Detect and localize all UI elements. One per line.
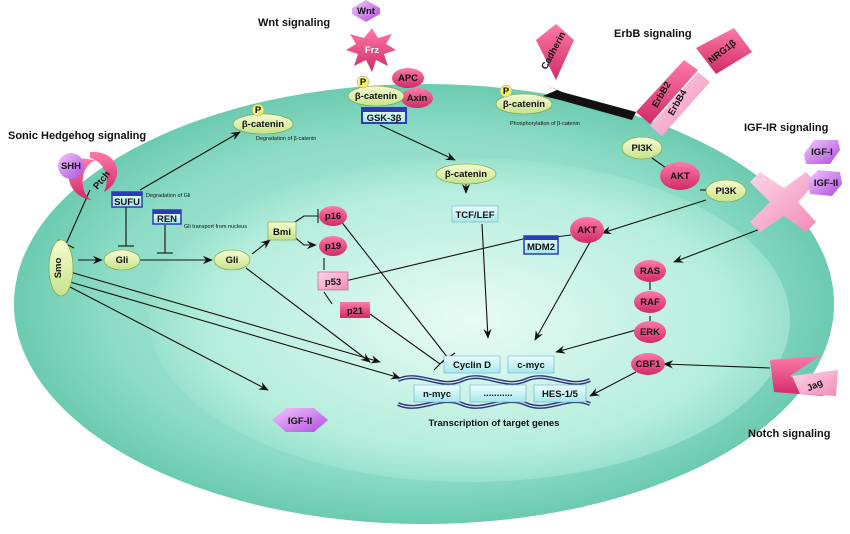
svg-text:TCF/LEF: TCF/LEF xyxy=(455,210,494,221)
raf-node: RAF xyxy=(634,291,666,313)
title-wnt: Wnt signaling xyxy=(258,17,330,29)
svg-text:p53: p53 xyxy=(325,277,341,288)
svg-text:GSK-3β: GSK-3β xyxy=(367,113,402,124)
svg-text:Wnt: Wnt xyxy=(357,6,376,17)
svg-text:PI3K: PI3K xyxy=(715,186,736,197)
jag-ligand: Jag xyxy=(770,356,838,396)
igf-ii-output: IGF-II xyxy=(272,408,328,432)
svg-text:MDM2: MDM2 xyxy=(527,242,555,253)
transcription-label: Transcription of target genes xyxy=(429,418,560,429)
akt-cytoplasm: AKT xyxy=(570,217,604,243)
tcf-lef-node: TCF/LEF xyxy=(451,205,499,223)
beta-catenin-cytoplasm: β-catenin xyxy=(435,163,497,185)
svg-text:β-catenin: β-catenin xyxy=(242,119,284,130)
svg-text:β-catenin: β-catenin xyxy=(445,169,487,180)
target-hes: HES-1/5 xyxy=(533,384,587,403)
svg-text:PI3K: PI3K xyxy=(631,143,652,154)
target-n-myc: n-myc xyxy=(413,384,461,403)
svg-text:RAF: RAF xyxy=(640,297,660,308)
note-phosphorylation-beta: Phosphorylation of β-catenin xyxy=(510,121,580,127)
svg-text:APC: APC xyxy=(398,73,418,84)
svg-text:AKT: AKT xyxy=(670,171,690,182)
svg-text:IGF-I: IGF-I xyxy=(811,147,833,158)
note-degradation-beta: Degradation of β-catenin xyxy=(256,136,316,142)
erk-node: ERK xyxy=(634,321,666,343)
title-igf-ir: IGF-IR signaling xyxy=(744,122,828,134)
connector-lines xyxy=(57,124,771,397)
title-sonic-hedgehog: Sonic Hedgehog signaling xyxy=(8,130,146,142)
svg-text:IGF-II: IGF-II xyxy=(288,416,312,427)
svg-text:Smo: Smo xyxy=(53,258,64,279)
svg-text:β-catenin: β-catenin xyxy=(503,99,545,110)
title-erbb: ErbB signaling xyxy=(614,28,692,40)
svg-text:AKT: AKT xyxy=(577,225,597,236)
svg-text:Gli: Gli xyxy=(116,255,129,266)
frz-receptor: Frz xyxy=(346,28,396,72)
smo-node: Smo xyxy=(48,239,74,297)
svg-text:Bmi: Bmi xyxy=(273,227,291,238)
svg-text:Axin: Axin xyxy=(407,93,428,104)
beta-catenin-erbb: β-catenin P xyxy=(495,84,553,115)
erbb-receptors: ErbB2 ErbB4 xyxy=(636,60,710,136)
igf-i-ligand: IGF-I xyxy=(804,140,840,164)
target-c-myc: c-myc xyxy=(507,355,555,374)
svg-text:P: P xyxy=(360,77,367,88)
svg-text:RAS: RAS xyxy=(640,266,660,277)
igf-ii-ligand: IGF-II xyxy=(808,170,842,196)
pi3k-membrane: PI3K xyxy=(621,136,663,160)
beta-catenin-hh: β-catenin P xyxy=(232,103,294,135)
svg-text:P: P xyxy=(255,105,262,116)
sufu-node: SUFU xyxy=(111,191,143,208)
svg-text:p19: p19 xyxy=(325,241,341,252)
nrg1b-ligand: NRG1β xyxy=(696,28,752,74)
igf-receptor xyxy=(750,172,816,232)
cbf1-node: CBF1 xyxy=(631,353,665,375)
svg-text:Frz: Frz xyxy=(365,45,380,56)
wnt-destruction-complex: APC Axin β-catenin P GSK-3β xyxy=(347,68,433,124)
svg-text:SHH: SHH xyxy=(61,161,81,172)
p16-node: p16 xyxy=(319,206,347,226)
ras-node: RAS xyxy=(634,260,666,282)
dna-strands-light xyxy=(397,376,591,408)
svg-text:p16: p16 xyxy=(325,211,341,222)
svg-text:Gli: Gli xyxy=(226,255,239,266)
shh-ligand: SHH xyxy=(58,153,84,179)
svg-text:...........: ........... xyxy=(483,388,512,399)
ren-node: REN xyxy=(152,209,182,225)
cell-nucleus xyxy=(150,158,790,482)
target-dots: ........... xyxy=(469,384,527,403)
bmi-node: Bmi xyxy=(267,221,297,241)
svg-text:CBF1: CBF1 xyxy=(636,359,662,370)
svg-text:ERK: ERK xyxy=(640,327,660,338)
svg-text:P: P xyxy=(503,86,510,97)
akt-membrane: AKT xyxy=(660,162,700,190)
target-cyclin-d: Cyclin D xyxy=(443,355,501,374)
note-degradation-gli: Degradation of Gli xyxy=(146,193,190,199)
mdm2-node: MDM2 xyxy=(523,235,559,255)
cadherin-node: Cadherin xyxy=(536,24,574,80)
erbb-phosphorylation-arrow xyxy=(543,84,636,120)
svg-text:HES-1/5: HES-1/5 xyxy=(542,389,579,400)
p21-node: p21 xyxy=(340,302,370,318)
gli-cytoplasm: Gli xyxy=(103,249,141,271)
svg-text:p21: p21 xyxy=(347,306,364,317)
svg-text:Cyclin D: Cyclin D xyxy=(453,360,491,371)
p53-node: p53 xyxy=(317,271,349,291)
svg-text:IGF-II: IGF-II xyxy=(814,178,838,189)
p19-node: p19 xyxy=(319,236,347,256)
svg-text:REN: REN xyxy=(157,214,177,225)
svg-text:c-myc: c-myc xyxy=(517,360,544,371)
svg-text:SUFU: SUFU xyxy=(114,197,140,208)
gli-nucleus: Gli xyxy=(213,249,251,271)
pi3k-igf: PI3K xyxy=(705,179,747,203)
svg-text:β-catenin: β-catenin xyxy=(355,91,397,102)
title-notch: Notch signaling xyxy=(748,428,831,440)
wnt-ligand: Wnt xyxy=(352,0,380,22)
svg-text:n-myc: n-myc xyxy=(423,389,451,400)
note-gli-transport: Gli transport from nucleus xyxy=(184,224,247,230)
